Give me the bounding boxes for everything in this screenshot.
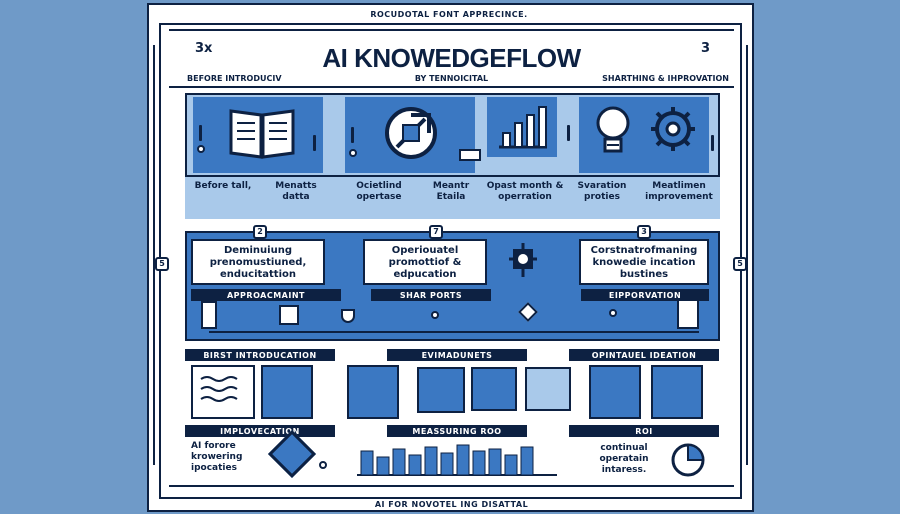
phase-left-label: BEFORE INTRODUCIV xyxy=(187,74,282,83)
row1-caption-band xyxy=(185,175,720,219)
shield-icon xyxy=(341,309,355,323)
target-icon xyxy=(381,103,441,163)
caption-svaration: Svaration proties xyxy=(577,181,627,202)
phase-card-3: Corstnatrofmaning knowedie incation bust… xyxy=(579,239,709,285)
page-subtitle: BY TENNOICITAL xyxy=(414,74,489,83)
page-title: AI KNOWEDGEFLOW xyxy=(322,43,581,73)
banner-meassuring-roo: MEASSURING ROO xyxy=(387,425,527,437)
phase-right-label: SHARTHING & IHPROVATION xyxy=(602,74,729,83)
banner-shar-ports: SHAR PORTS xyxy=(371,289,491,301)
robot-icon xyxy=(509,243,537,277)
banner-implovecation: IMPLOVECATION xyxy=(185,425,335,437)
notes-card xyxy=(191,365,255,419)
mail-card xyxy=(471,367,517,411)
phase-card-2: Operiouatel promottiof & edpucation xyxy=(363,239,487,285)
frame-left-rail xyxy=(153,45,155,465)
slider-tick xyxy=(199,125,202,141)
gear-icon xyxy=(649,105,697,153)
slider-knob xyxy=(197,145,205,153)
connector-bus xyxy=(209,331,699,333)
slider-tick xyxy=(567,125,570,141)
banner-evimadunets: EVIMADUNETS xyxy=(387,349,527,361)
slider-knob xyxy=(431,311,439,319)
header-left-mark: 3x xyxy=(195,41,213,56)
header-right-mark: 3 xyxy=(701,41,711,56)
banner-roi: ROI xyxy=(569,425,719,437)
side-marker-right: 5 xyxy=(733,257,747,271)
slider-tick xyxy=(711,135,714,151)
header-bottom-rule xyxy=(169,86,734,88)
step-number-3: 3 xyxy=(637,225,651,239)
banner-birst-introducation: BIRST INTRODUCATION xyxy=(185,349,335,361)
chart-card xyxy=(525,367,571,411)
banner-eipporvation: EIPPORVATION xyxy=(581,289,709,301)
slider-tick xyxy=(313,135,316,151)
step-number-7: 7 xyxy=(429,225,443,239)
top-caption: ROCUDOTAL FONT APPRECINCE. xyxy=(370,10,528,19)
check-box-icon xyxy=(279,305,299,325)
roi-bar-chart xyxy=(357,441,557,477)
caption-meatlimen: Meatlimen improvement xyxy=(645,181,713,202)
book-icon xyxy=(227,105,297,161)
phase-card-1: Deminuiung prenomustiuned, enducitattion xyxy=(191,239,325,285)
teacher-card xyxy=(347,365,399,419)
continual-text: continual operatain intaress. xyxy=(599,443,649,475)
caption-before-tall: Before tall, xyxy=(194,181,252,191)
slider-tick xyxy=(351,127,354,143)
people-card xyxy=(261,365,313,419)
robot-card xyxy=(589,365,641,419)
banner-opintauel-ideation: OPINTAUEL IDEATION xyxy=(569,349,719,361)
step-number-2: 2 xyxy=(253,225,267,239)
footer-text: AI FOR NOVOTEL ING DISATTAL xyxy=(374,500,529,509)
header-top-rule xyxy=(169,29,734,31)
phase-card-2-text: Operiouatel promottiof & edpucation xyxy=(388,245,462,280)
phase-card-3-text: Corstnatrofmaning knowedie incation bust… xyxy=(590,245,698,280)
ai-forore-text: AI forore krowering ipocaties xyxy=(191,441,243,473)
left-device-icon xyxy=(201,301,217,329)
caption-meantr: Meantr Etaila xyxy=(432,181,470,202)
frame-right-rail xyxy=(746,45,748,465)
lightbulb-icon xyxy=(593,105,633,159)
frame-card xyxy=(651,365,703,419)
bar-chart-icon xyxy=(495,103,551,151)
pie-icon xyxy=(671,443,705,477)
side-marker-left: 5 xyxy=(155,257,169,271)
slider-knob xyxy=(609,309,617,317)
footer-rule xyxy=(169,485,734,487)
phase-card-1-text: Deminuiung prenomustiuned, enducitattion xyxy=(209,245,307,280)
caption-menatts-datta: Menatts datta xyxy=(275,181,317,202)
caption-opast-month: Opast month & operration xyxy=(486,181,564,202)
slider-knob xyxy=(349,149,357,157)
slider-knob xyxy=(319,461,327,469)
small-doc-icon xyxy=(459,149,481,161)
phone-icon xyxy=(677,299,699,329)
caption-ocietlind: Ocietlind opertase xyxy=(356,181,402,202)
infographic-poster: ROCUDOTAL FONT APPRECINCE. 3x 3 AI KNOWE… xyxy=(147,3,754,512)
monitor-card xyxy=(417,367,465,413)
banner-approacmaint: APPROACMAINT xyxy=(191,289,341,301)
